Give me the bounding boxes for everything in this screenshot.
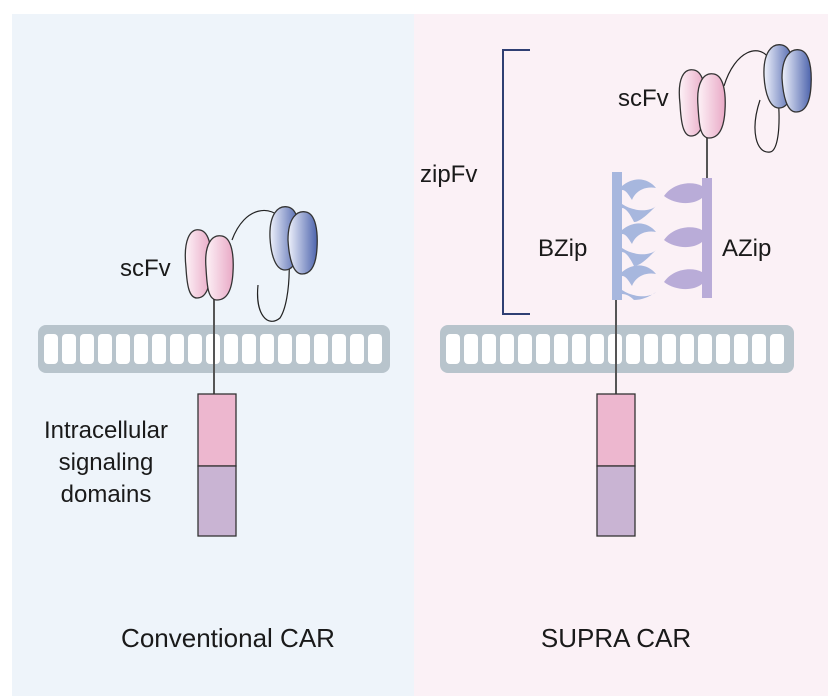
left-signal-bottom	[197, 465, 237, 537]
right-scfv-light	[678, 69, 726, 139]
left-scfv-light	[184, 229, 234, 301]
azip-label: AZip	[722, 235, 771, 262]
bzip-domain	[612, 172, 656, 300]
zipfv-bracket	[502, 49, 530, 315]
left-caption: Conventional CAR	[121, 623, 335, 653]
intracellular-label-line-3: domains	[61, 481, 152, 508]
left-scfv-label: scFv	[120, 255, 171, 282]
intracellular-label-line-1: Intracellular	[44, 417, 168, 444]
bzip-label: BZip	[538, 235, 587, 262]
right-scfv-label: scFv	[618, 85, 669, 112]
right-scfv-heavy	[763, 44, 812, 113]
right-membrane	[440, 325, 794, 373]
left-signal-top	[197, 393, 237, 467]
right-signal-top	[596, 393, 636, 467]
zipfv-label: zipFv	[420, 161, 477, 188]
left-scfv-heavy	[269, 206, 318, 275]
azip-domain	[664, 178, 712, 298]
right-caption: SUPRA CAR	[541, 623, 691, 653]
right-signal-bottom	[596, 465, 636, 537]
intracellular-label-line-2: signaling	[59, 449, 154, 476]
